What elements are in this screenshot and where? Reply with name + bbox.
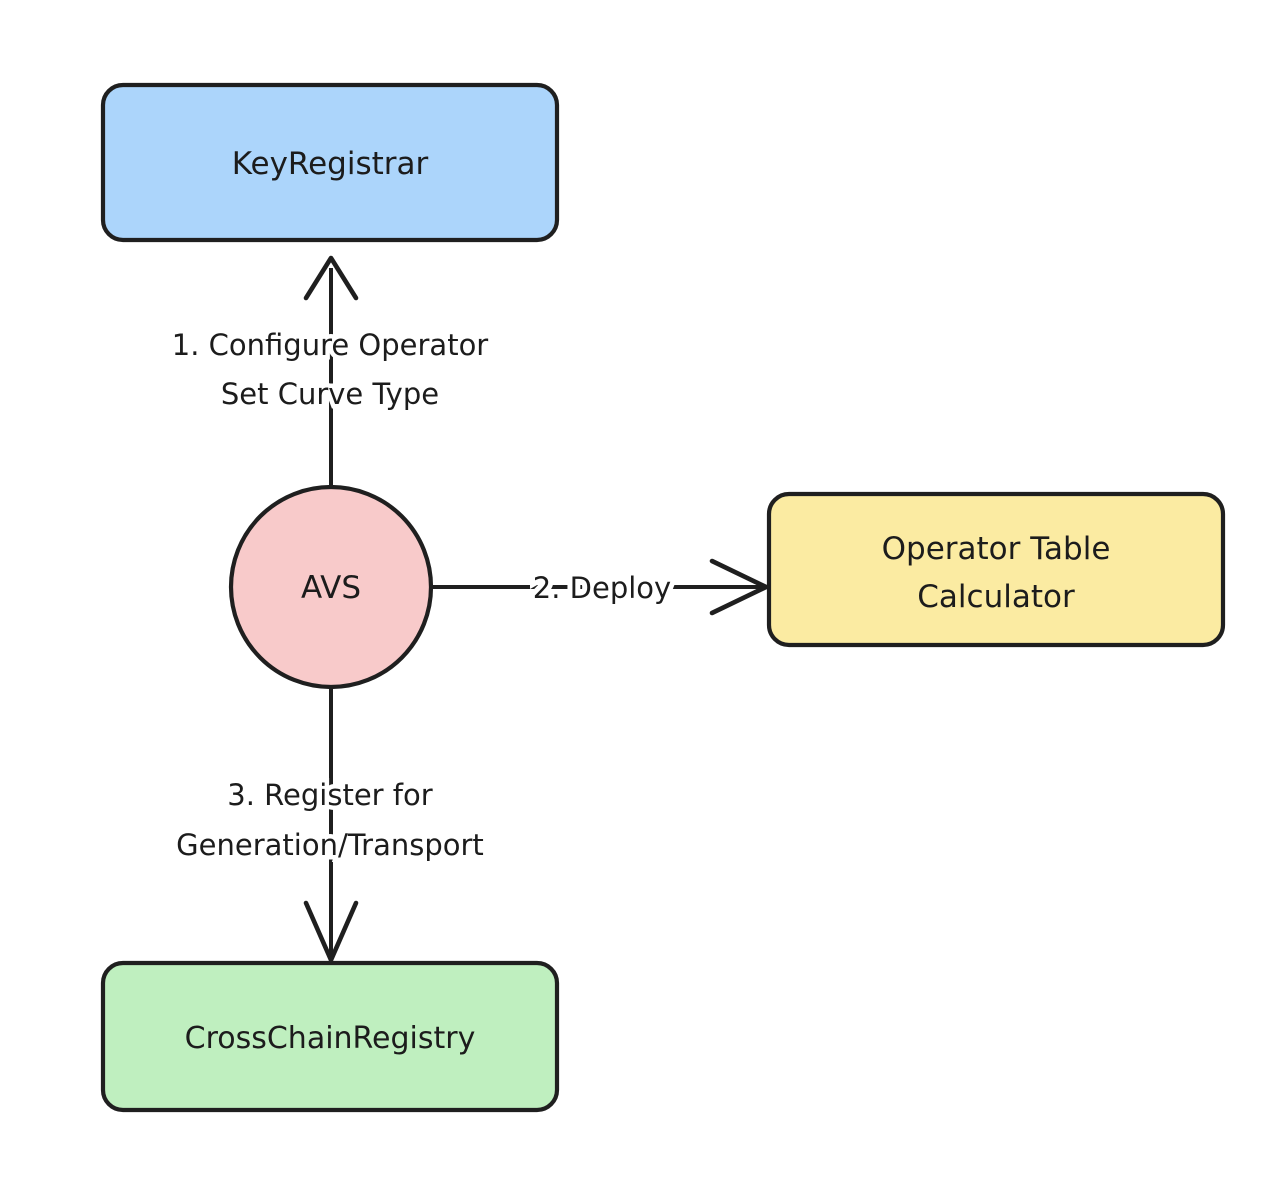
node-key-registrar[interactable]: KeyRegistrar [100, 82, 560, 243]
edge-label-avs-to-cross-chain-registry: 3. Register for Generation/Transport [172, 774, 489, 867]
arrow-head-down-icon [303, 900, 359, 963]
edge-avs-to-operator-table-calculator [432, 558, 769, 616]
edge-label-avs-to-key-registrar: 1. Configure Operator Set Curve Type [167, 324, 493, 416]
arrow-head-right-icon [709, 558, 769, 616]
node-avs[interactable]: AVS [228, 484, 434, 690]
edge-label-avs-to-operator-table-calculator: 2. Deploy [528, 566, 676, 610]
edge-label-3-line2: Generation/Transport [176, 828, 484, 862]
edge-avs-to-key-registrar [303, 255, 359, 492]
node-operator-table-calculator-shape[interactable] [766, 491, 1226, 648]
edge-label-3-line1: 3. Register for [227, 778, 432, 812]
node-operator-table-calculator[interactable]: Operator Table Calculator [766, 491, 1226, 648]
node-avs-label: AVS [301, 570, 361, 606]
edge-label-2-line1: 2. Deploy [533, 571, 671, 605]
edge-label-1-line2: Set Curve Type [221, 377, 439, 411]
node-cross-chain-registry-shape[interactable] [100, 960, 560, 1113]
arrow-head-up-icon [303, 255, 359, 301]
edge-label-1-line1: 1. Configure Operator [172, 328, 489, 362]
node-avs-shape[interactable] [228, 484, 434, 690]
node-key-registrar-label: KeyRegistrar [232, 146, 429, 182]
node-cross-chain-registry-label: CrossChainRegistry [185, 1021, 476, 1056]
node-operator-table-calculator-label-line1: Operator Table [882, 531, 1111, 567]
edge-avs-to-cross-chain-registry [303, 684, 359, 963]
node-cross-chain-registry[interactable]: CrossChainRegistry [100, 960, 560, 1113]
node-operator-table-calculator-label-line2: Calculator [917, 579, 1075, 615]
node-key-registrar-shape[interactable] [100, 82, 560, 243]
